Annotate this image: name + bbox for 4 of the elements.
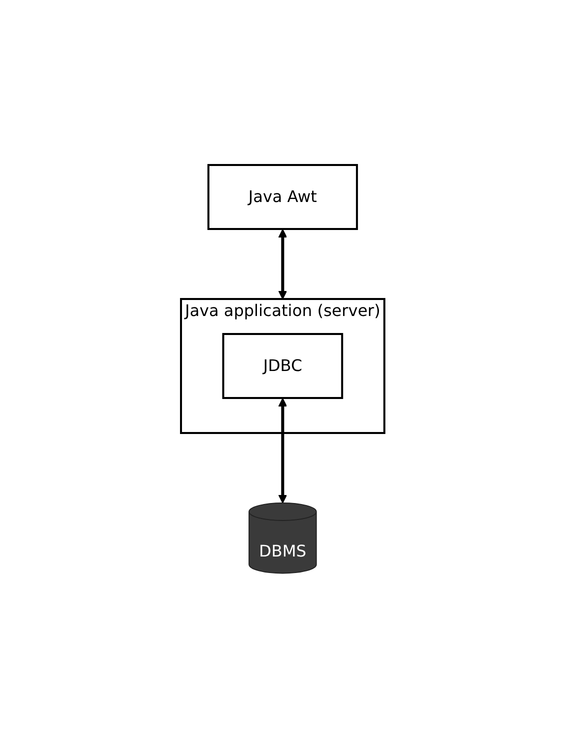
arrow xyxy=(278,228,287,300)
node-box: JDBC xyxy=(222,332,343,399)
arrow xyxy=(278,398,287,504)
node-box: Java Awt xyxy=(207,164,358,230)
